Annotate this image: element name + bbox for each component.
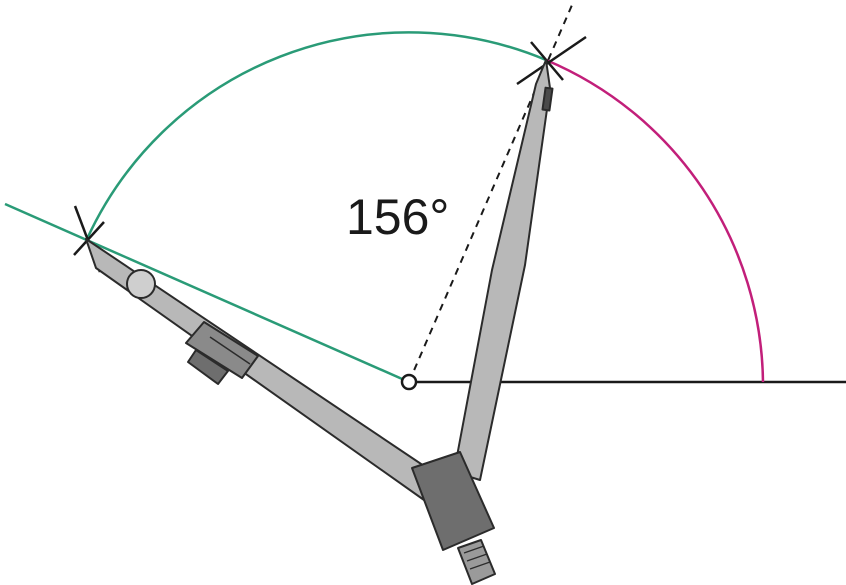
top-intersection-mark <box>516 35 587 86</box>
compass-hinge <box>411 451 495 551</box>
center-point <box>400 373 418 391</box>
compass-lead-collar <box>126 269 156 299</box>
compass-handle <box>457 539 496 585</box>
compass-adjust-block <box>185 321 259 379</box>
compass-adjust-knurl <box>187 349 229 385</box>
compass-needle-clip <box>541 86 554 112</box>
green-ray <box>4 202 410 384</box>
magenta-arc <box>545 58 765 383</box>
green-arc <box>85 31 547 240</box>
compass-right-leg <box>453 59 551 481</box>
angle-label: 156° <box>346 189 449 245</box>
compass <box>85 59 554 585</box>
